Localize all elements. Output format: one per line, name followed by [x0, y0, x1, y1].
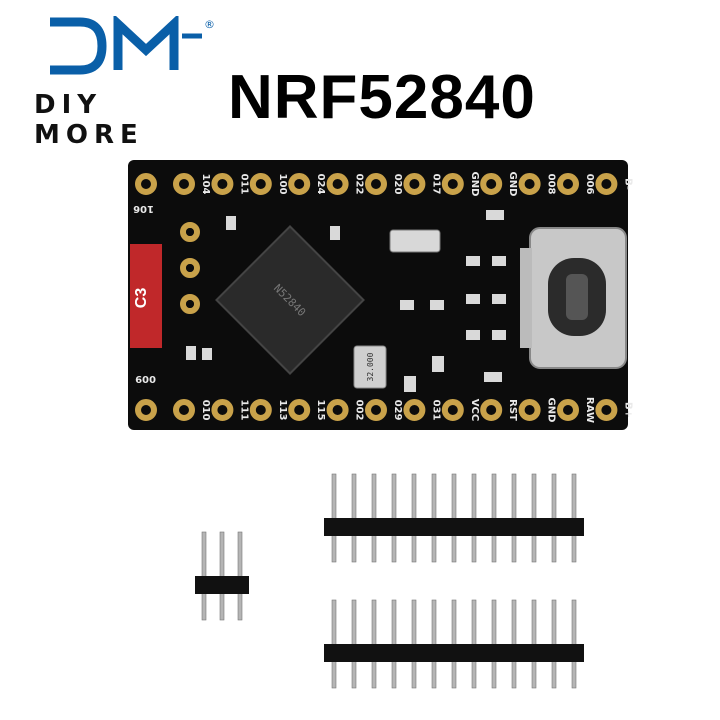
pin-label: 022	[354, 174, 365, 195]
pin-pad	[518, 173, 541, 195]
pin-pad	[249, 173, 272, 195]
pin-pad	[480, 173, 503, 195]
left-top-label: 106	[133, 203, 154, 214]
pin-pad	[173, 399, 195, 421]
pin-label: 006	[584, 174, 595, 195]
pcb-board: C3 N52840 32.000	[128, 160, 633, 430]
pin-pad	[365, 399, 387, 421]
small-crystal	[389, 229, 441, 253]
pin-pad	[595, 173, 618, 195]
pin-header-3	[195, 531, 249, 621]
pin-pad	[288, 173, 311, 195]
pin-label: VCC	[469, 399, 480, 421]
smd-components	[186, 210, 506, 392]
pin-header-long-bottom	[324, 599, 584, 689]
pin-pad	[173, 173, 195, 195]
pin-label: 010	[200, 400, 211, 421]
dm-logo-icon	[50, 16, 202, 75]
brand-name: DIY MORE	[34, 90, 144, 150]
top-pin-row: 104 011 100 024 022 020 017 GND GND 008 006 B-	[135, 172, 633, 197]
pin-pad	[480, 399, 503, 421]
pin-label: 020	[392, 174, 403, 195]
pin-header-long-top	[324, 473, 584, 563]
side-pads	[180, 222, 200, 314]
pin-label: 031	[430, 400, 441, 421]
pin-pad	[135, 173, 157, 195]
red-component	[130, 244, 162, 348]
pin-label: B-	[622, 178, 633, 190]
pin-label: 104	[200, 174, 211, 195]
pin-pad	[441, 399, 464, 421]
pin-pad	[211, 173, 234, 195]
pin-pad	[288, 399, 311, 421]
pin-label: RAW	[584, 397, 595, 423]
pin-pad	[326, 173, 349, 195]
pin-pad	[403, 399, 426, 421]
pin-label: GND	[469, 172, 480, 197]
pin-label: 017	[430, 174, 441, 195]
pin-label: 115	[315, 400, 326, 421]
pin-label: RST	[507, 399, 518, 421]
pin-pad	[326, 399, 349, 421]
silk-c3-label: C3	[133, 288, 150, 309]
pin-pad	[595, 399, 618, 421]
pin-pad	[403, 173, 426, 195]
brand-logo: ® DIY MORE	[16, 8, 216, 150]
pin-label: 008	[546, 174, 557, 195]
pin-label: 100	[277, 174, 288, 195]
header-body	[324, 518, 584, 536]
pin-pad	[211, 399, 234, 421]
pin-pad	[365, 173, 387, 195]
pin-pad	[518, 399, 541, 421]
pin-pad	[135, 399, 157, 421]
crystal	[353, 345, 387, 389]
pin-pad	[557, 399, 579, 421]
pin-label: 002	[354, 400, 365, 421]
pin-label: GND	[507, 172, 518, 197]
nrf-chip: N52840	[215, 225, 365, 375]
pin-label: 011	[238, 174, 249, 195]
pin-label: 111	[238, 400, 249, 421]
pin-label: B+	[622, 402, 633, 418]
registered-mark: ®	[204, 18, 215, 31]
left-bottom-label: 009	[135, 373, 156, 384]
pin-label: GND	[546, 398, 557, 423]
pin-pad	[249, 399, 272, 421]
bottom-pin-row: 010 111 113 115 002 029 031 VCC RST GND RAW B+	[135, 397, 633, 423]
crystal-label: 32.000	[366, 352, 375, 381]
pin-pad	[557, 173, 579, 195]
header-body	[195, 576, 249, 594]
pin-label: 024	[315, 174, 326, 195]
pin-pad	[441, 173, 464, 195]
pin-label: 029	[392, 400, 403, 421]
pin-label: 113	[277, 400, 288, 421]
header-body	[324, 644, 584, 662]
usb-c-port	[520, 227, 627, 369]
product-title: NRF52840	[228, 63, 536, 132]
